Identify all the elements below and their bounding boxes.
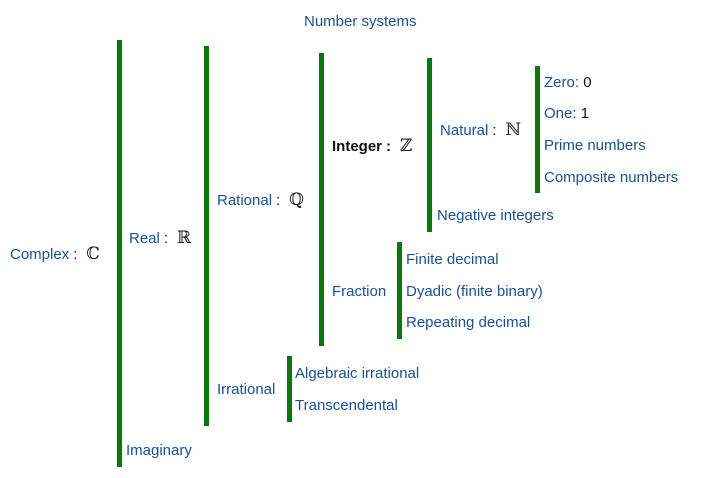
- real-colon: :: [163, 230, 169, 247]
- node-finite-decimal: Finite decimal: [406, 251, 499, 268]
- node-prime-numbers: Prime numbers: [544, 137, 646, 154]
- integer-symbol: ℤ: [400, 136, 413, 156]
- complex-label: Complex: [10, 246, 70, 263]
- node-algebraic-irrational: Algebraic irrational: [295, 365, 420, 382]
- real-symbol: ℝ: [177, 228, 192, 248]
- complex-bracket: [117, 40, 122, 467]
- node-imaginary: Imaginary: [126, 442, 192, 459]
- rational-symbol: ℚ: [289, 190, 305, 210]
- fraction-bracket: [397, 242, 402, 339]
- one-label: One:: [544, 105, 577, 122]
- integer-label: Integer: [332, 138, 383, 155]
- natural-colon: :: [492, 122, 497, 139]
- integer-bracket: [427, 58, 432, 232]
- node-rational: Rational: ℚ: [217, 191, 304, 210]
- node-dyadic: Dyadic (finite binary): [406, 283, 543, 300]
- node-negative-integers: Negative integers: [437, 207, 554, 224]
- node-composite-numbers: Composite numbers: [544, 169, 679, 186]
- natural-symbol: ℕ: [505, 120, 522, 140]
- node-one: One: 1: [544, 105, 589, 123]
- node-repeating-decimal: Repeating decimal: [406, 314, 531, 331]
- natural-label: Natural: [440, 122, 489, 139]
- node-fraction: Fraction: [332, 283, 387, 300]
- node-natural: Natural: ℕ: [440, 121, 521, 140]
- rational-label: Rational: [217, 192, 273, 209]
- one-value: 1: [580, 105, 590, 122]
- integer-colon: :: [386, 138, 392, 155]
- rational-colon: :: [276, 192, 281, 209]
- complex-symbol: ℂ: [86, 244, 100, 264]
- node-real: Real: ℝ: [129, 229, 191, 248]
- node-irrational: Irrational: [217, 381, 276, 398]
- real-bracket: [204, 46, 209, 426]
- diagram-title: Number systems: [304, 13, 417, 30]
- node-zero: Zero: 0: [544, 74, 592, 92]
- node-transcendental: Transcendental: [295, 397, 398, 414]
- real-label: Real: [129, 230, 160, 247]
- rational-bracket: [319, 53, 324, 346]
- zero-value: 0: [583, 74, 592, 91]
- natural-bracket: [535, 66, 540, 193]
- zero-label: Zero:: [544, 74, 580, 91]
- node-integer: Integer: ℤ: [332, 137, 412, 156]
- complex-colon: :: [73, 246, 78, 263]
- node-complex: Complex: ℂ: [10, 245, 100, 264]
- irrational-bracket: [287, 356, 292, 422]
